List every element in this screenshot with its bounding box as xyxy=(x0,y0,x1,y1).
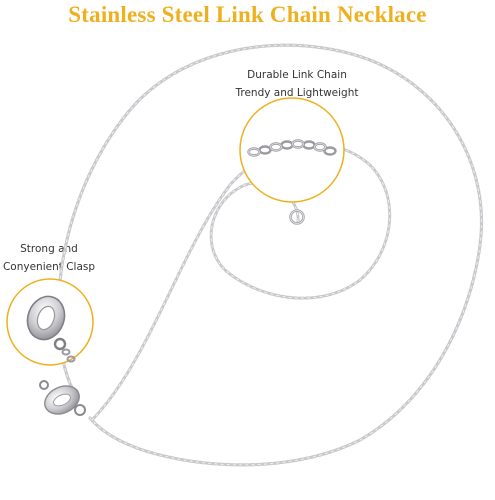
clasp-feature-line-2: Conyenient Clasp xyxy=(2,261,96,273)
clasp-on-chain xyxy=(39,380,86,416)
end-ring xyxy=(289,209,305,225)
necklace-chain xyxy=(56,43,484,467)
chain-feature-line-2: Trendy and Lightweight xyxy=(235,87,359,99)
page-title: Stainless Steel Link Chain Necklace xyxy=(68,2,427,27)
chain-feature-callout: Durable Link Chain Trendy and Lightweigh… xyxy=(222,66,372,102)
chain-zoom-circle xyxy=(239,97,345,203)
chain-feature-line-1: Durable Link Chain xyxy=(247,69,347,81)
clasp-zoom-circle xyxy=(6,278,94,366)
